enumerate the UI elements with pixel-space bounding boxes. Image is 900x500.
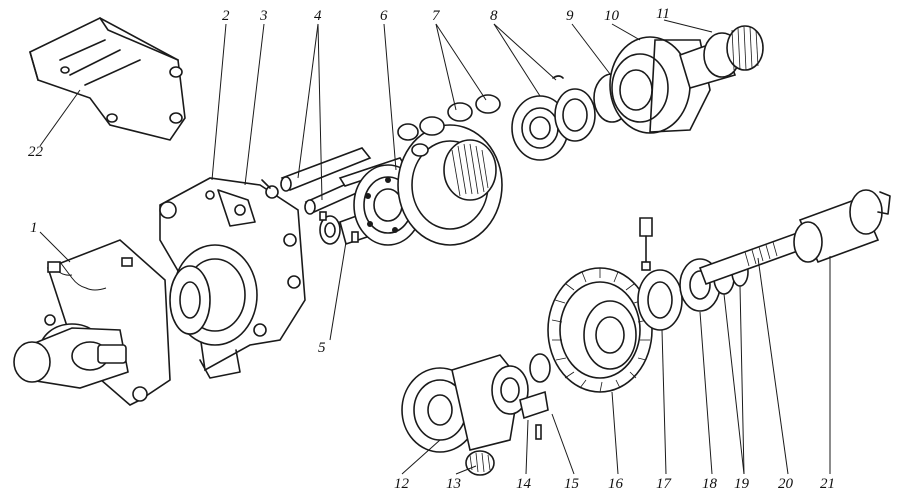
callout-15: 15	[564, 476, 580, 492]
callout-16: 16	[608, 476, 624, 492]
long-shaft-part	[639, 217, 808, 286]
spring-part	[637, 269, 683, 331]
callout-20: 20	[778, 476, 794, 492]
callout-2: 2	[222, 8, 230, 24]
callout-13: 13	[446, 476, 461, 492]
leader-lines	[39, 19, 831, 475]
callout-11: 11	[656, 6, 670, 22]
callout-9: 9	[566, 8, 574, 24]
callout-5: 5	[318, 340, 326, 356]
clutch-drum-part	[401, 354, 529, 453]
ring-gear-part	[547, 267, 653, 393]
callout-18: 18	[702, 476, 718, 492]
callout-21: 21	[820, 476, 835, 492]
callout-22: 22	[28, 144, 44, 160]
end-cover-part	[13, 239, 171, 406]
callout-17: 17	[656, 476, 673, 492]
planet-carrier-part	[397, 94, 503, 246]
callout-10: 10	[604, 8, 620, 24]
coupling-sleeve-part	[793, 189, 891, 264]
small-gear-part	[465, 450, 495, 476]
bearing-rings-part	[511, 75, 596, 161]
bell-housing-part	[593, 36, 711, 134]
callout-6: 6	[380, 8, 388, 24]
splined-shaft-end-part	[679, 25, 764, 89]
callout-3: 3	[259, 8, 268, 24]
callout-19: 19	[734, 476, 750, 492]
callout-7: 7	[432, 8, 441, 24]
key-pin-part	[519, 390, 549, 440]
callout-12: 12	[394, 476, 410, 492]
callout-1: 1	[30, 220, 38, 236]
pump-housing-part	[159, 177, 306, 379]
mounting-bracket-part	[29, 17, 186, 141]
washer-part	[529, 353, 551, 383]
callout-14: 14	[516, 476, 532, 492]
callout-4: 4	[314, 8, 322, 24]
callout-8: 8	[490, 8, 498, 24]
